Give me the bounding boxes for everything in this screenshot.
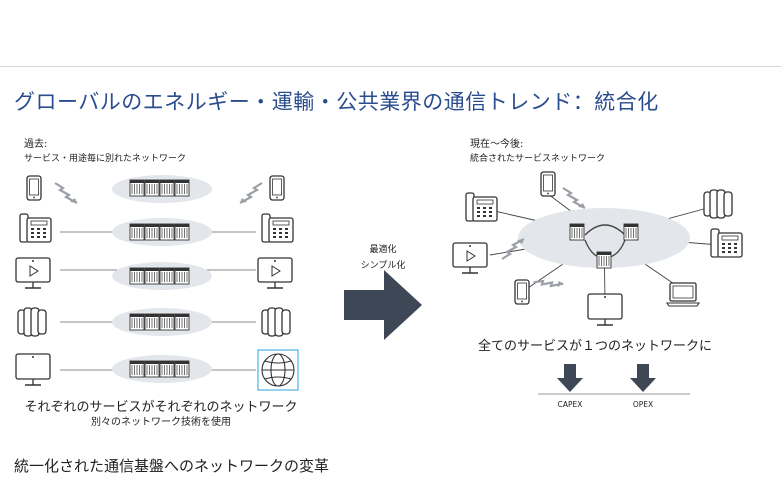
wireless-signal-icon [532,267,565,299]
desk-phone-icon [261,213,294,243]
mobile-phone-icon [540,171,556,197]
server-rack-icon [261,307,291,337]
server-rack-icon [703,189,733,219]
transform-arrow-icon [344,270,422,340]
mobile-phone-icon [514,279,530,305]
opex-label: OPEX [632,400,654,409]
wireless-signal-icon [561,186,587,210]
monitor-icon [587,293,623,326]
slide-title: グローバルのエネルギー・運輸・公共業界の通信トレンド：統合化 [14,90,659,114]
capex-label: CAPEX [557,400,583,409]
mobile-phone-icon [26,175,42,201]
mobile-phone-icon [269,175,285,201]
video-monitor-icon [257,257,293,289]
header-divider [0,66,781,67]
video-monitor-icon [15,257,51,289]
right-subheading: 統合されたサービスネットワーク [470,154,606,164]
wireless-signal-icon [53,181,79,205]
laptop-icon [666,282,700,307]
opex-down-arrow-icon [630,364,656,392]
desk-phone-icon [465,192,498,222]
slide-footer: 統一化された通信基盤へのネットワークの変革 [14,457,330,475]
wireless-signal-icon [500,237,526,261]
capex-down-arrow-icon [557,364,583,392]
left-subheading: サービス・用途毎に別れたネットワーク [24,154,187,164]
video-monitor-icon [452,242,488,274]
server-rack-icon [17,307,47,337]
desk-phone-icon [710,228,743,258]
left-caption-line1: それぞれのサービスがそれぞれのネットワーク [24,400,298,415]
middle-label-2: シンプル化 [360,261,406,271]
monitor-icon [15,353,51,386]
converged-cloud [518,208,690,268]
middle-label-1: 最適化 [369,245,397,255]
left-heading: 過去: [24,139,48,150]
right-heading: 現在〜今後: [470,139,524,150]
row-lines [60,231,256,371]
globe-icon [257,349,299,391]
left-caption-line2: 別々のネットワーク技術を使用 [91,417,231,428]
desk-phone-icon [19,213,52,243]
right-caption: 全てのサービスが１つのネットワークに [478,339,713,354]
wireless-signal-icon [238,181,264,205]
